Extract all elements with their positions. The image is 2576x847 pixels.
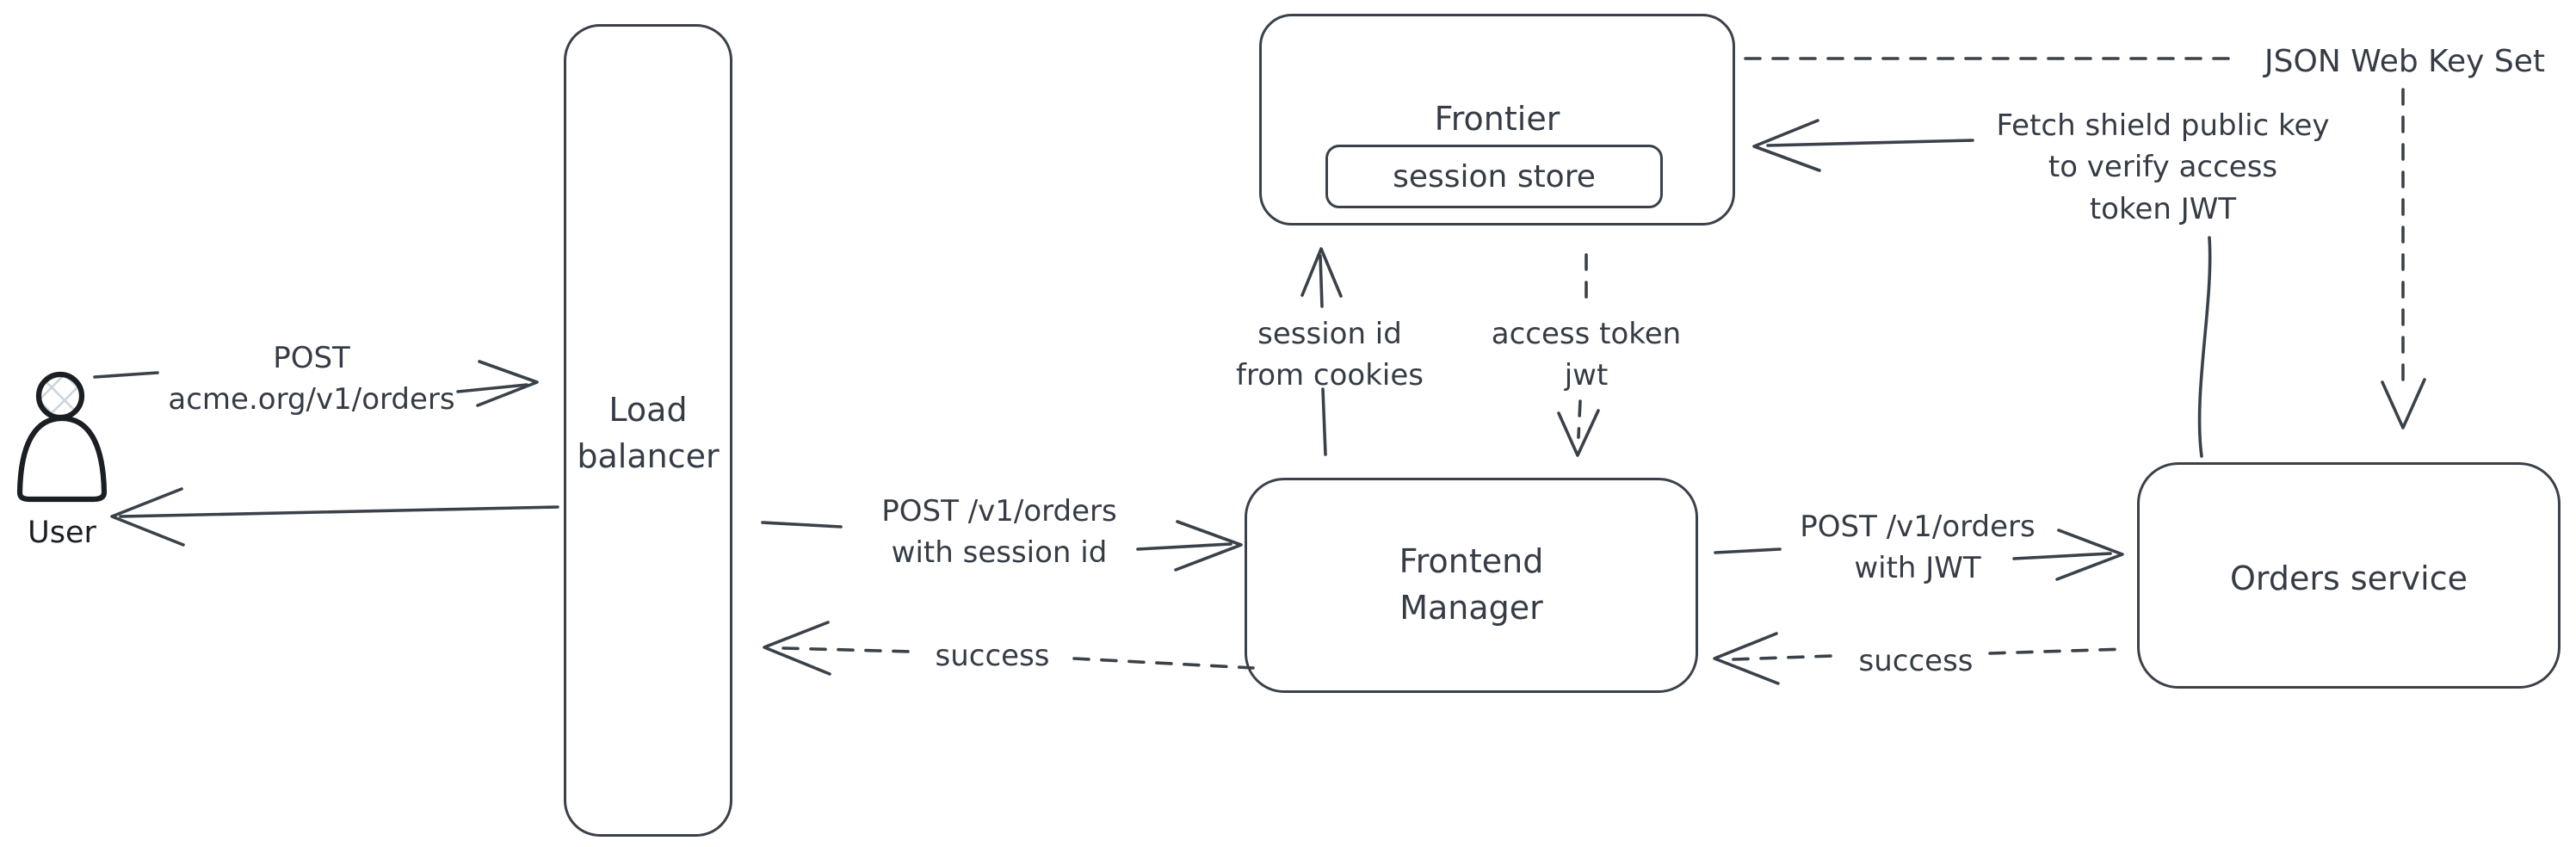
arrow-frontend-manager-to-orders-service bbox=[1714, 529, 2124, 581]
arrow-user-to-load-balancer bbox=[93, 360, 539, 407]
edge-label-success-right: success bbox=[1858, 644, 1974, 678]
frontier-node bbox=[1259, 14, 1735, 226]
user-icon bbox=[16, 371, 108, 503]
arrow-load-balancer-to-user bbox=[110, 487, 559, 547]
arrow-frontier-to-frontend-manager-access-token bbox=[1557, 253, 1600, 457]
arrow-jwks-to-orders-service bbox=[2381, 88, 2426, 430]
arrow-frontend-manager-to-load-balancer-success bbox=[763, 621, 1255, 676]
edge-label-post-acme-orders: POST acme.org/v1/orders bbox=[168, 341, 455, 417]
jwks-label: JSON Web Key Set bbox=[2264, 44, 2545, 79]
arrow-load-balancer-to-frontend-manager bbox=[761, 520, 1243, 572]
frontend-manager-node bbox=[1245, 478, 1698, 693]
edge-label-access-token-jwt: access token jwt bbox=[1491, 317, 1682, 393]
edge-label-session-id-from-cookies: session id from cookies bbox=[1236, 317, 1424, 393]
load-balancer-node bbox=[564, 24, 732, 837]
load-balancer-label: Load balancer bbox=[577, 391, 720, 475]
orders-service-node bbox=[2137, 462, 2561, 689]
orders-service-label: Orders service bbox=[2230, 560, 2468, 597]
user-label: User bbox=[28, 516, 96, 550]
frontend-manager-label: Frontend Manager bbox=[1399, 542, 1544, 627]
arrow-frontend-manager-to-frontier-session-id bbox=[1300, 247, 1343, 456]
session-store-label: session store bbox=[1393, 158, 1596, 195]
session-store-node: session store bbox=[1325, 145, 1663, 208]
edge-label-fetch-shield-public-key: Fetch shield public key to verify access… bbox=[1996, 108, 2330, 226]
arrow-orders-service-to-frontier-fetch-key bbox=[1752, 119, 2212, 458]
edge-label-post-orders-session-id: POST /v1/orders with session id bbox=[881, 494, 1117, 571]
frontier-label: Frontier bbox=[1434, 100, 1560, 138]
edge-label-post-orders-jwt: POST /v1/orders with JWT bbox=[1800, 510, 2035, 586]
edge-label-success-left: success bbox=[935, 639, 1050, 673]
arrow-orders-service-to-frontend-manager-success bbox=[1713, 632, 2128, 685]
